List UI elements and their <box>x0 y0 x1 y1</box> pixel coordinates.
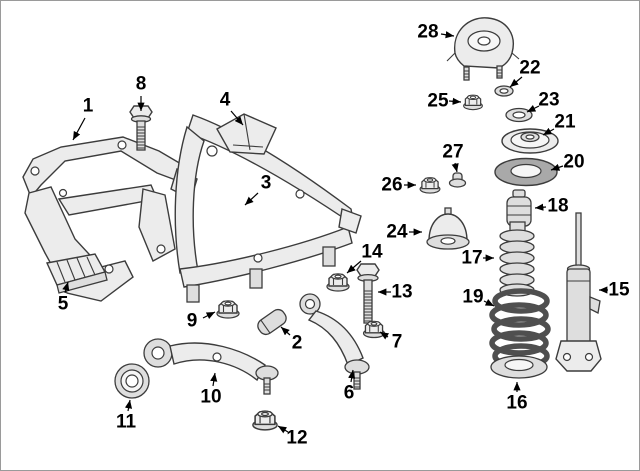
callout-arrow-25 <box>448 97 462 105</box>
part-label-17: 17 <box>461 247 483 269</box>
callout-arrow-4 <box>230 110 244 126</box>
part-label-7: 7 <box>391 331 403 353</box>
part-22-washer-drawing <box>494 85 514 97</box>
part-8-bolt-drawing <box>129 105 153 151</box>
callout-arrow-21 <box>542 127 555 136</box>
callout-arrow-3 <box>244 192 259 206</box>
part-4-heat-shield-drawing <box>216 113 277 155</box>
callout-arrow-20 <box>550 163 564 171</box>
part-label-11: 11 <box>115 411 137 433</box>
part-label-10: 10 <box>200 386 222 408</box>
part-11-bushing-drawing <box>114 363 150 399</box>
part-label-19: 19 <box>462 286 484 308</box>
part-2-sleeve-drawing <box>257 308 287 336</box>
part-1-subframe-drawing <box>22 136 198 302</box>
part-15-strut-drawing <box>555 212 602 372</box>
callout-arrow-22 <box>509 76 523 88</box>
callout-arrow-23 <box>526 105 540 113</box>
part-10-lower-arm-drawing <box>143 338 279 395</box>
callout-arrow-28 <box>440 31 455 39</box>
part-label-22: 22 <box>519 57 541 79</box>
part-label-21: 21 <box>554 111 576 133</box>
part-27-grommet-drawing <box>448 172 467 188</box>
part-label-26: 26 <box>381 174 403 196</box>
callout-arrow-2 <box>280 326 291 336</box>
callout-arrow-27 <box>451 162 459 173</box>
callout-arrow-14 <box>346 260 362 274</box>
callout-arrow-10 <box>210 372 218 387</box>
part-label-18: 18 <box>547 195 569 217</box>
part-label-23: 23 <box>538 89 560 111</box>
part-label-9: 9 <box>186 310 198 332</box>
part-label-13: 13 <box>391 281 413 303</box>
part-18-bump-stop-drawing <box>506 189 532 227</box>
part-5-bracket-drawing <box>45 253 108 294</box>
callout-arrow-1 <box>72 117 86 141</box>
part-24-support-bearing-drawing <box>426 207 470 250</box>
part-label-15: 15 <box>608 279 630 301</box>
part-28-strut-mount-drawing <box>446 17 520 81</box>
callout-arrow-12 <box>277 425 289 434</box>
part-20-spring-pad-drawing <box>494 157 558 187</box>
part-label-12: 12 <box>286 427 308 449</box>
callout-arrow-11 <box>124 399 133 412</box>
callout-arrow-5 <box>62 281 70 294</box>
part-label-3: 3 <box>260 172 272 194</box>
part-label-4: 4 <box>219 89 231 111</box>
part-label-8: 8 <box>135 73 147 95</box>
part-label-5: 5 <box>57 293 69 315</box>
part-label-14: 14 <box>361 241 383 263</box>
part-label-1: 1 <box>82 95 94 117</box>
part-label-24: 24 <box>386 221 408 243</box>
part-label-25: 25 <box>427 90 449 112</box>
callout-arrow-19 <box>483 299 495 307</box>
part-13-bolt-drawing <box>356 263 380 324</box>
part-16-lower-pad-drawing <box>490 355 548 379</box>
part-23-ring-drawing <box>505 107 533 123</box>
part-label-16: 16 <box>506 392 528 414</box>
callout-arrow-6 <box>348 369 356 383</box>
part-label-2: 2 <box>291 332 303 354</box>
part-label-28: 28 <box>417 21 439 43</box>
callout-arrow-18 <box>534 203 547 211</box>
part-label-6: 6 <box>343 382 355 404</box>
callout-arrow-7 <box>379 331 390 340</box>
part-label-20: 20 <box>563 151 585 173</box>
part-label-27: 27 <box>442 141 464 163</box>
callout-arrow-9 <box>202 311 216 319</box>
